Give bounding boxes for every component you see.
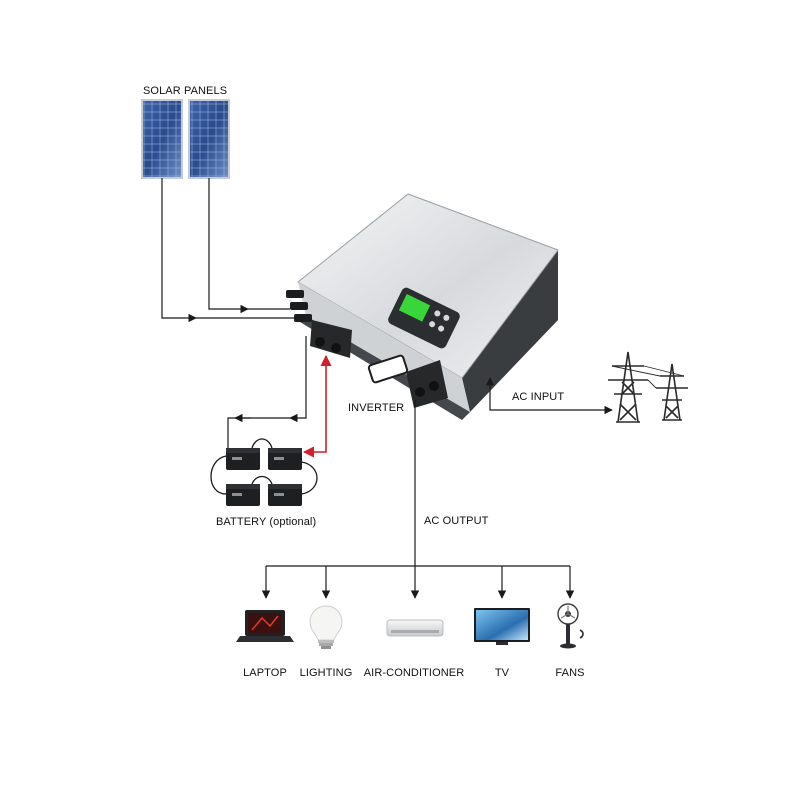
solar-panels-label: SOLAR PANELS (143, 85, 228, 97)
battery-icon (210, 438, 318, 506)
air-conditioner-icon (386, 619, 444, 637)
tv-icon (474, 608, 530, 645)
tv-label: TV (494, 667, 510, 679)
laptop-label: LAPTOP (243, 667, 287, 679)
air-conditioner-label: AIR-CONDITIONER (363, 667, 465, 679)
fans-label: FANS (555, 667, 585, 679)
lighting-label: LIGHTING (299, 667, 353, 679)
battery-wiring (227, 336, 307, 452)
power-tower-icon (608, 351, 688, 423)
battery-label: BATTERY (optional) (216, 516, 317, 528)
solar-panel-icon (141, 99, 230, 179)
fan-icon (557, 603, 584, 649)
solar-wiring (161, 178, 296, 323)
inverter-label: INVERTER (348, 402, 405, 414)
ac-input-wiring (485, 377, 613, 415)
laptop-icon (236, 610, 294, 642)
ac-output-wiring (261, 400, 575, 599)
inverter-icon (286, 193, 559, 420)
ac-output-label: AC OUTPUT (424, 515, 489, 527)
ac-input-label: AC INPUT (512, 391, 565, 403)
battery-link (302, 354, 332, 458)
light-bulb-icon (309, 605, 343, 649)
